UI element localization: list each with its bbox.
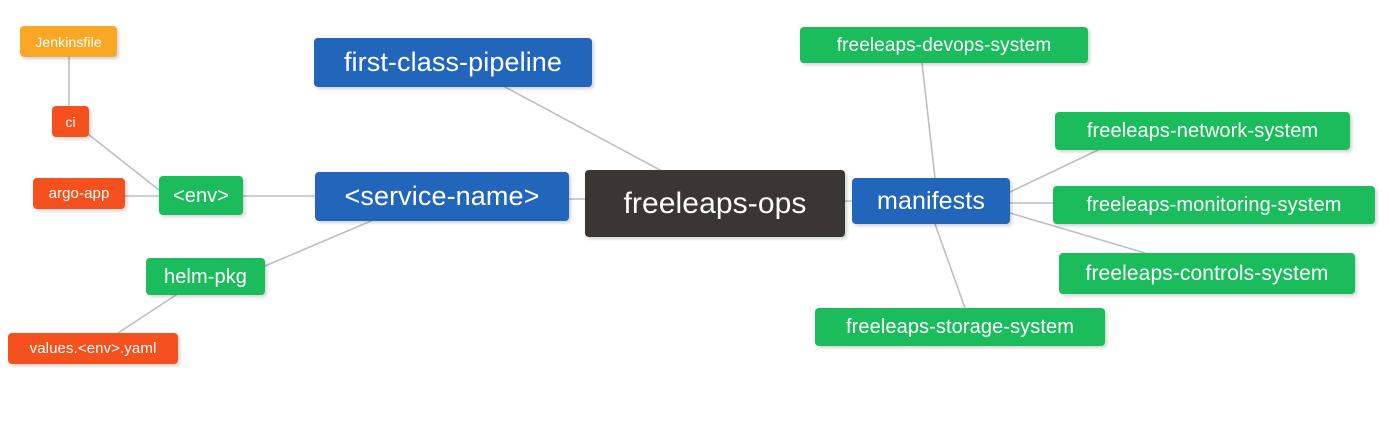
node-label: freeleaps-network-system [1086, 120, 1319, 142]
node-freeleaps-network-system[interactable]: freeleaps-network-system [1055, 112, 1350, 150]
node-helm-pkg[interactable]: helm-pkg [146, 258, 265, 295]
node-label: Jenkinsfile [35, 33, 102, 50]
node-label: <env> [172, 184, 230, 207]
node-freeleaps-devops-system[interactable]: freeleaps-devops-system [800, 27, 1088, 63]
edge-manifests-to-freeleaps-devops-system [921, 62, 936, 179]
node-label: manifests [877, 186, 985, 215]
node-label: ci [65, 113, 76, 130]
node-label: freeleaps-storage-system [845, 316, 1075, 338]
node-freeleaps-storage-system[interactable]: freeleaps-storage-system [815, 308, 1105, 346]
node-env[interactable]: <env> [159, 176, 243, 215]
edge-manifests-to-freeleaps-storage-system [934, 223, 966, 309]
node-manifests[interactable]: manifests [852, 178, 1010, 224]
node-label: first-class-pipeline [343, 47, 563, 77]
node-freeleaps-controls-system[interactable]: freeleaps-controls-system [1059, 253, 1355, 294]
node-values-env-yaml[interactable]: values.<env>.yaml [8, 333, 178, 364]
node-argo-app[interactable]: argo-app [33, 178, 125, 209]
node-jenkinsfile[interactable]: Jenkinsfile [20, 26, 117, 57]
node-freeleaps-ops[interactable]: freeleaps-ops [585, 170, 845, 237]
node-service-name[interactable]: <service-name> [315, 172, 569, 221]
node-label: freeleaps-devops-system [836, 34, 1052, 56]
node-label: helm-pkg [163, 265, 248, 288]
node-label: <service-name> [344, 181, 540, 211]
node-label: freeleaps-ops [623, 186, 807, 220]
node-label: freeleaps-controls-system [1085, 262, 1329, 285]
node-freeleaps-monitoring-system[interactable]: freeleaps-monitoring-system [1053, 186, 1375, 224]
edge-first-class-pipeline-to-freeleaps-ops [504, 86, 661, 171]
node-label: argo-app [48, 185, 110, 202]
edge-helm-pkg-to-values-env-yaml [117, 294, 177, 334]
edge-service-name-to-helm-pkg [264, 220, 372, 267]
node-label: values.<env>.yaml [29, 340, 157, 357]
node-first-class-pipeline[interactable]: first-class-pipeline [314, 38, 592, 87]
node-ci[interactable]: ci [52, 106, 89, 137]
node-label: freeleaps-monitoring-system [1086, 194, 1342, 216]
